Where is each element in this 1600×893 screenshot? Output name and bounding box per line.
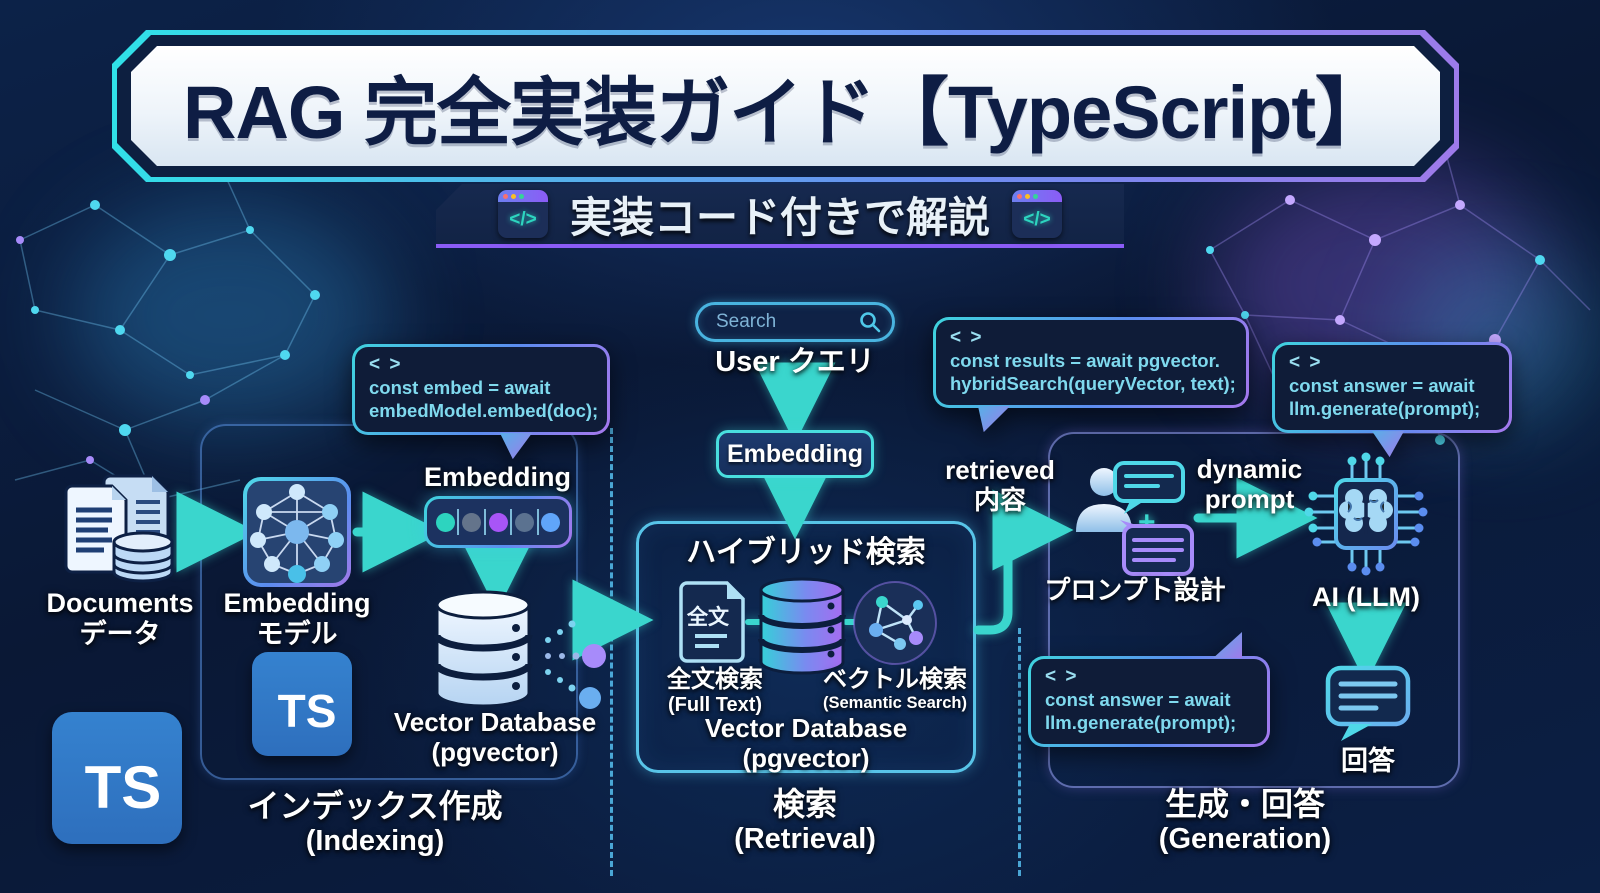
vector-dot bbox=[433, 512, 457, 532]
vector-separator bbox=[536, 509, 539, 535]
code-bubble-generate-top: < > const answer = await llm.generate(pr… bbox=[1272, 342, 1512, 458]
full-text-doc-icon: 全文 bbox=[679, 581, 745, 663]
embedding-step-button: Embedding bbox=[716, 430, 874, 478]
vector-separator bbox=[483, 509, 486, 535]
answer-label: 回答 bbox=[1341, 746, 1395, 776]
typescript-logo-large: TS bbox=[52, 712, 182, 844]
chat-bubble-teal-icon bbox=[1113, 461, 1185, 514]
full-text-label: 全文検索 (Full Text) bbox=[667, 666, 763, 716]
vector-db-embedding-dots bbox=[545, 604, 606, 709]
search-input[interactable] bbox=[714, 310, 858, 334]
documents-icon bbox=[64, 474, 174, 583]
ai-llm-label: AI (LLM) bbox=[1312, 582, 1420, 612]
code-window-icon: </> bbox=[1012, 190, 1062, 238]
vector-db-icon bbox=[433, 590, 533, 708]
prompt-design-label: プロンプト設計 bbox=[1044, 575, 1226, 605]
vector-dot bbox=[459, 512, 483, 532]
answer-bubble-icon bbox=[1325, 665, 1411, 741]
section-label-generation: 生成・回答 (Generation) bbox=[1158, 786, 1332, 855]
arrow-hybrid-to-prompt bbox=[973, 489, 1074, 635]
ai-chip-icon bbox=[1304, 452, 1428, 576]
subtitle-banner: </> 実装コード付きで解説 </> bbox=[436, 184, 1124, 248]
vector-separator bbox=[510, 509, 513, 535]
vector-db-label: Vector Database(pgvector) bbox=[393, 707, 597, 767]
person-icon bbox=[1076, 468, 1132, 532]
vector-search-label: ベクトル検索 (Semantic Search) bbox=[823, 666, 967, 712]
user-query-label: User クエリ bbox=[715, 346, 875, 378]
neural-mesh-left bbox=[14, 174, 320, 505]
subtitle-text: 実装コード付きで解説 bbox=[569, 193, 990, 241]
vector-search-icon bbox=[853, 581, 937, 665]
typescript-logo-small: TS bbox=[252, 652, 352, 756]
hybrid-db-icon bbox=[758, 577, 846, 675]
search-bar[interactable] bbox=[695, 302, 895, 342]
section-label-indexing: インデックス作成 (Indexing) bbox=[247, 788, 503, 857]
code-window-icon: </> bbox=[497, 190, 548, 238]
vector-strip bbox=[424, 496, 572, 548]
vector-dot bbox=[486, 512, 510, 532]
vector-separator bbox=[457, 509, 460, 535]
section-label-retrieval: 検索 (Retrieval) bbox=[734, 786, 876, 855]
code-bubble-hybrid-search: < > const results = await pgvector. hybr… bbox=[933, 317, 1249, 433]
search-icon bbox=[860, 312, 881, 333]
embedding-vector-label: Embedding bbox=[424, 462, 571, 492]
page-title: RAG 完全実装ガイド【TypeScript】 bbox=[183, 70, 1388, 154]
title-banner: RAG 完全実装ガイド【TypeScript】 bbox=[112, 30, 1459, 182]
code-bubble-embed: < > const embed = await embedModel.embed… bbox=[352, 344, 610, 460]
embedding-model-icon bbox=[243, 477, 351, 587]
vector-dot bbox=[512, 512, 536, 532]
chat-bubble-purple-icon bbox=[1120, 520, 1194, 576]
hybrid-vector-db-label: Vector Database(pgvector) bbox=[704, 713, 908, 773]
vector-dot bbox=[539, 512, 563, 532]
hybrid-search-title: ハイブリッド検索 bbox=[686, 536, 926, 569]
code-bubble-generate-bottom: < > const answer = await llm.generate(pr… bbox=[1028, 632, 1270, 748]
svg-text:全文: 全文 bbox=[686, 605, 730, 629]
